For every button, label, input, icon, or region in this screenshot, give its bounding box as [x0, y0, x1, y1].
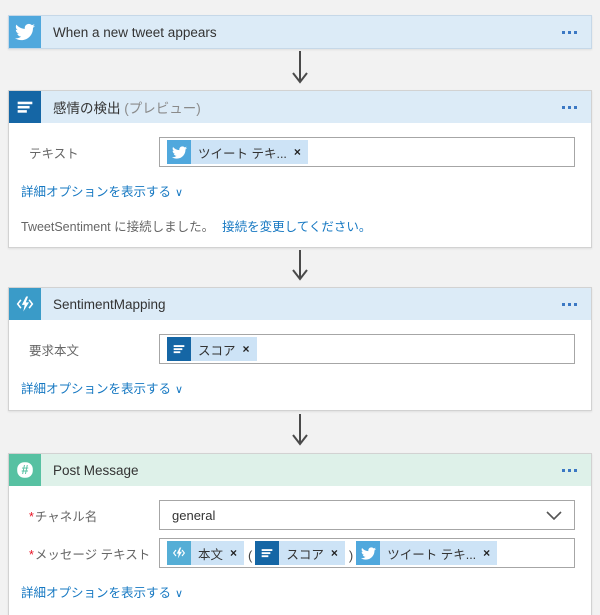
- token-label: ツイート テキ...: [198, 146, 287, 161]
- action-card-post-message[interactable]: # Post Message *チャネル名 general *メッセージ テキス…: [8, 453, 592, 615]
- dynamic-token-body[interactable]: 本文 ×: [167, 541, 245, 565]
- azure-function-icon: [167, 541, 191, 565]
- azure-function-icon: [9, 288, 41, 320]
- sentiment-title-text: 感情の検出: [53, 101, 121, 116]
- trigger-card-when-new-tweet[interactable]: When a new tweet appears: [8, 15, 592, 49]
- sentiment-card-title: 感情の検出 (プレビュー): [41, 97, 559, 117]
- advanced-link-label: 詳細オプションを表示する: [21, 586, 172, 600]
- text-analytics-icon: [255, 541, 280, 565]
- show-advanced-options-link[interactable]: 詳細オプションを表示する∨: [21, 181, 183, 200]
- trigger-card-title: When a new tweet appears: [53, 24, 217, 40]
- action-card-sentiment-mapping[interactable]: SentimentMapping 要求本文 スコア ×: [8, 287, 592, 411]
- sentiment-preview-suffix: (プレビュー): [124, 101, 201, 116]
- token-label: ツイート テキ...: [387, 547, 477, 562]
- show-advanced-options-link[interactable]: 詳細オプションを表示する∨: [21, 378, 183, 397]
- paren-open-text: (: [248, 547, 253, 563]
- more-menu-icon[interactable]: [559, 468, 591, 472]
- mapping-card-title: SentimentMapping: [53, 296, 166, 312]
- paren-close-text: ): [348, 547, 354, 563]
- token-label: スコア: [198, 343, 236, 358]
- message-text-input[interactable]: 本文 × ( スコア × ): [159, 538, 575, 568]
- message-label-text: メッセージ テキスト: [34, 547, 151, 562]
- twitter-icon: [167, 140, 191, 164]
- advanced-link-label: 詳細オプションを表示する: [21, 382, 172, 396]
- connection-status-text: TweetSentiment に接続しました。: [21, 220, 215, 234]
- slack-card-title: Post Message: [53, 462, 139, 478]
- twitter-icon: [356, 541, 381, 565]
- change-connection-link[interactable]: 接続を変更してください。: [222, 220, 372, 234]
- connector-arrow: [8, 248, 592, 287]
- remove-token-icon[interactable]: ×: [330, 546, 338, 560]
- more-menu-icon[interactable]: [559, 30, 591, 34]
- text-analytics-icon: [9, 91, 41, 123]
- mapping-card-header[interactable]: SentimentMapping: [9, 288, 591, 320]
- connector-arrow: [8, 49, 592, 90]
- more-menu-icon[interactable]: [559, 105, 591, 109]
- connection-status-line: TweetSentiment に接続しました。接続を変更してください。: [21, 216, 575, 235]
- chevron-down-icon: ∨: [175, 384, 184, 396]
- slack-card-header[interactable]: # Post Message: [9, 454, 591, 486]
- channel-label-text: チャネル名: [34, 509, 98, 524]
- slack-icon: #: [9, 454, 41, 486]
- channel-selected-value: general: [172, 507, 216, 523]
- text-field-label: テキスト: [29, 146, 79, 161]
- dynamic-token-score[interactable]: スコア ×: [255, 541, 345, 565]
- token-label: スコア: [286, 547, 324, 562]
- text-input[interactable]: ツイート テキ... ×: [159, 137, 575, 167]
- required-asterisk: *: [29, 547, 34, 562]
- request-body-field-label: 要求本文: [29, 343, 80, 358]
- channel-select[interactable]: general: [159, 500, 575, 530]
- request-body-input[interactable]: スコア ×: [159, 334, 575, 364]
- remove-token-icon[interactable]: ×: [483, 546, 491, 560]
- svg-text:#: #: [22, 463, 29, 477]
- chevron-down-icon: [546, 508, 562, 523]
- chevron-down-icon: ∨: [175, 588, 184, 600]
- trigger-card-header[interactable]: When a new tweet appears: [9, 16, 591, 48]
- channel-name-field-label: *チャネル名: [21, 506, 159, 525]
- remove-token-icon[interactable]: ×: [242, 342, 250, 356]
- required-asterisk: *: [29, 509, 34, 524]
- advanced-link-label: 詳細オプションを表示する: [21, 185, 172, 199]
- action-card-sentiment-detection[interactable]: 感情の検出 (プレビュー) テキスト ツイート テキ... ×: [8, 90, 592, 248]
- show-advanced-options-link[interactable]: 詳細オプションを表示する∨: [21, 582, 183, 601]
- connector-arrow: [8, 411, 592, 453]
- message-text-field-label: *メッセージ テキスト: [21, 544, 159, 563]
- dynamic-token-tweet-text[interactable]: ツイート テキ... ×: [356, 541, 498, 565]
- twitter-icon: [9, 16, 41, 48]
- chevron-down-icon: ∨: [175, 187, 184, 199]
- sentiment-card-header[interactable]: 感情の検出 (プレビュー): [9, 91, 591, 123]
- remove-token-icon[interactable]: ×: [230, 546, 238, 560]
- dynamic-token-score[interactable]: スコア ×: [167, 337, 257, 361]
- remove-token-icon[interactable]: ×: [293, 145, 301, 159]
- dynamic-token-tweet-text[interactable]: ツイート テキ... ×: [167, 140, 308, 164]
- text-analytics-icon: [167, 337, 191, 361]
- token-label: 本文: [198, 547, 224, 562]
- more-menu-icon[interactable]: [559, 302, 591, 306]
